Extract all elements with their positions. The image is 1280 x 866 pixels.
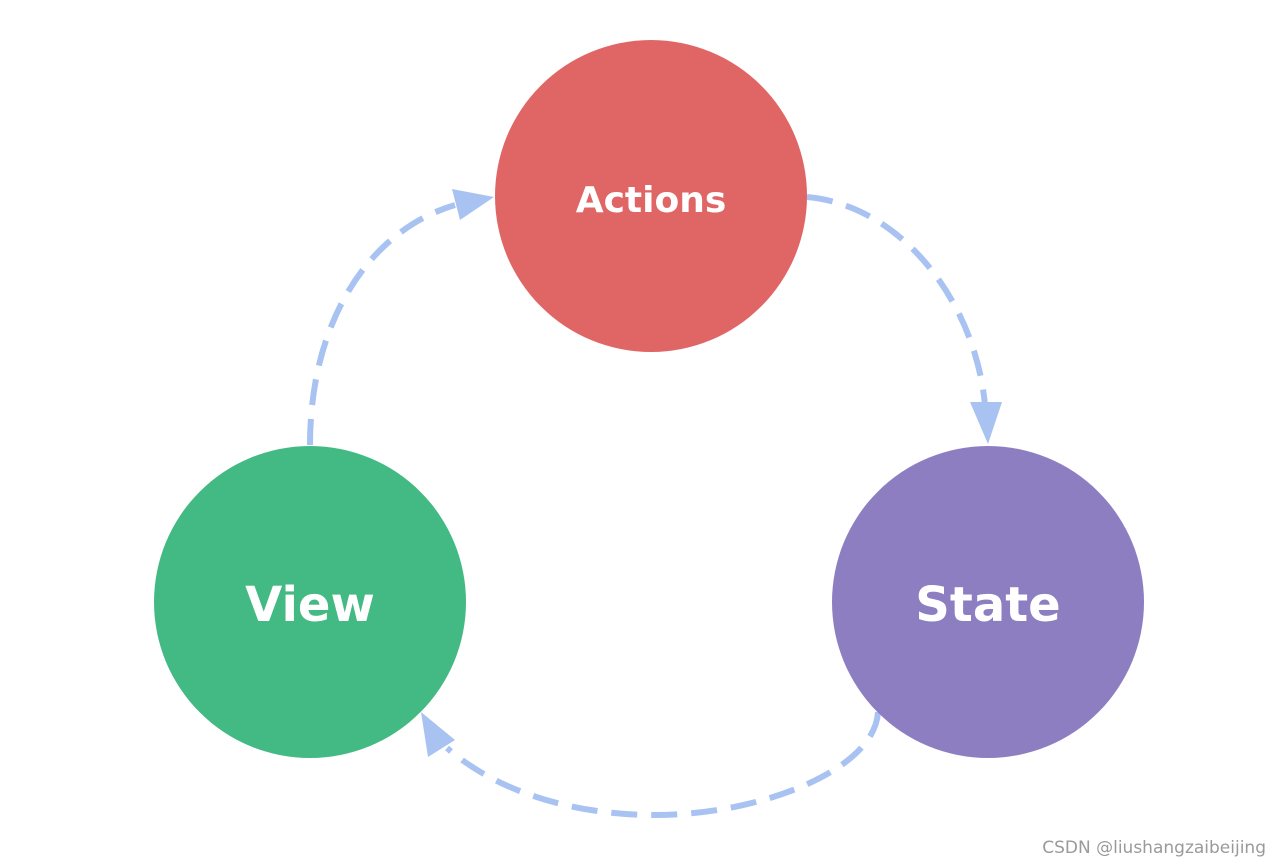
edge-actions-to-state-line <box>806 194 988 406</box>
node-actions-label: Actions <box>576 180 727 221</box>
node-view-label: View <box>245 577 375 633</box>
nodes: Actions View State <box>154 40 1144 758</box>
edge-state-to-view <box>421 711 881 819</box>
edges <box>307 189 1002 819</box>
edge-view-to-actions <box>307 189 494 446</box>
watermark: CSDN @liushangzaibeijing <box>1042 838 1266 858</box>
node-view: View <box>154 446 466 758</box>
edge-view-to-actions-line <box>307 202 456 446</box>
node-actions-circle <box>495 40 807 352</box>
node-actions: Actions <box>495 40 807 352</box>
node-view-circle <box>154 446 466 758</box>
edge-actions-to-state <box>806 194 1002 444</box>
node-state: State <box>832 446 1144 758</box>
node-state-label: State <box>915 577 1060 633</box>
edge-actions-to-state-arrowhead <box>970 402 1002 444</box>
edge-view-to-actions-arrowhead <box>452 189 494 220</box>
edge-state-to-view-line <box>445 711 881 819</box>
edge-state-to-view-arrowhead <box>421 712 455 757</box>
node-state-circle <box>832 446 1144 758</box>
